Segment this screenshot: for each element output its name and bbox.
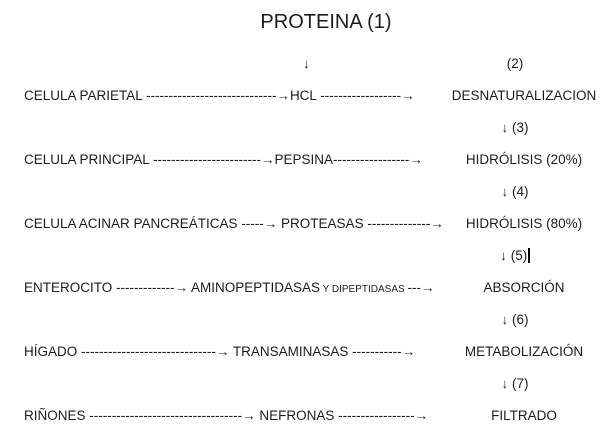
flow-left: CELULA PARIETAL ------------------------… [24, 88, 440, 103]
result-label: METABOLIZACIÓN [464, 343, 584, 359]
step-marker: ↓ (6) [501, 311, 529, 327]
step-marker-label: ↓ (5) [500, 247, 528, 263]
flow-row: RIÑONES --------------------------------… [0, 399, 608, 431]
flow-row: HÍGADO ------------------------------→ T… [0, 335, 608, 367]
mediator-label: PEPSINA [274, 151, 333, 167]
dashed-arrow: ----------------------------------→ [89, 407, 260, 423]
step-marker-row: ↓ (5) [0, 239, 608, 271]
dashed-arrow: -----------------------------→ [146, 87, 290, 103]
flow-row: CELULA PARIETAL ------------------------… [0, 79, 608, 111]
top-marker-row: ↓ (2) [0, 47, 608, 79]
dashed-arrow: ------------------------→ [153, 151, 275, 167]
flow-left: CELULA ACINAR PANCREÁTICAS -----→ PROTEA… [24, 215, 444, 231]
dashed-arrow: -----------------→ [333, 151, 423, 167]
dashed-arrow: -----→ [241, 215, 282, 231]
source-label: RIÑONES [24, 407, 90, 423]
flow-row: CELULA ACINAR PANCREÁTICAS -----→ PROTEA… [0, 207, 608, 239]
step-marker-row: ↓ (7) [0, 367, 608, 399]
step-number: (2) [506, 55, 524, 71]
flow-left: RIÑONES --------------------------------… [24, 408, 440, 423]
mediator-label: PROTEASAS [281, 215, 368, 231]
dashed-arrow: --------------→ [367, 215, 444, 231]
page-title: PROTEINA (1) [260, 11, 392, 33]
step-marker: ↓ (4) [501, 183, 529, 199]
flow-left: ENTEROCITO -------------→ AMINOPEPTIDASA… [24, 280, 440, 295]
flow-left: HÍGADO ------------------------------→ T… [24, 344, 440, 359]
flow-left: CELULA PRINCIPAL -----------------------… [24, 152, 440, 167]
source-label: HÍGADO [24, 343, 82, 359]
step-marker-row: ↓ (3) [0, 111, 608, 143]
mediator-label: TRANSAMINASAS [232, 343, 353, 359]
mediator-label: NEFRONAS [259, 407, 339, 423]
down-arrow-icon: ↓ [303, 55, 310, 71]
result-label: HIDRÓLISIS (20%) [465, 151, 583, 167]
source-label: CELULA ACINAR PANCREÁTICAS [24, 215, 242, 231]
step-marker-row: ↓ (6) [0, 303, 608, 335]
dashed-arrow: -----------→ [352, 343, 416, 359]
dashed-arrow: -------------→ [116, 279, 191, 295]
mediator-label: AMINOPEPTIDASAS [190, 279, 320, 295]
result-label: ABSORCIÓN [483, 279, 565, 295]
result-label: DESNATURALIZACION [451, 87, 597, 103]
step-marker: ↓ (3) [501, 119, 529, 135]
text-cursor [528, 247, 530, 263]
source-label: CELULA PARIETAL [24, 87, 147, 103]
result-label: FILTRADO [491, 407, 557, 423]
dashed-arrow: -----------------→ [338, 407, 429, 423]
result-label: HIDRÓLISIS (80%) [465, 215, 583, 231]
mediator-label: HCL [289, 87, 321, 103]
flow-row: ENTEROCITO -------------→ AMINOPEPTIDASA… [0, 271, 608, 303]
source-label: CELULA PRINCIPAL [24, 151, 154, 167]
dashed-arrow: ------------------------------→ [81, 343, 233, 359]
flow-row: CELULA PRINCIPAL -----------------------… [0, 143, 608, 175]
source-label: ENTEROCITO [24, 279, 117, 295]
dashed-arrow: ------------------→ [320, 87, 415, 103]
step-marker: ↓ (7) [501, 375, 529, 391]
dashed-arrow: ---→ [407, 279, 435, 295]
step-marker: ↓ (5) [440, 247, 608, 263]
step-marker-row: ↓ (4) [0, 175, 608, 207]
mediator-label-small: Y DIPEPTIDASAS [320, 283, 408, 295]
top-marker-left: ↓ [24, 56, 440, 71]
